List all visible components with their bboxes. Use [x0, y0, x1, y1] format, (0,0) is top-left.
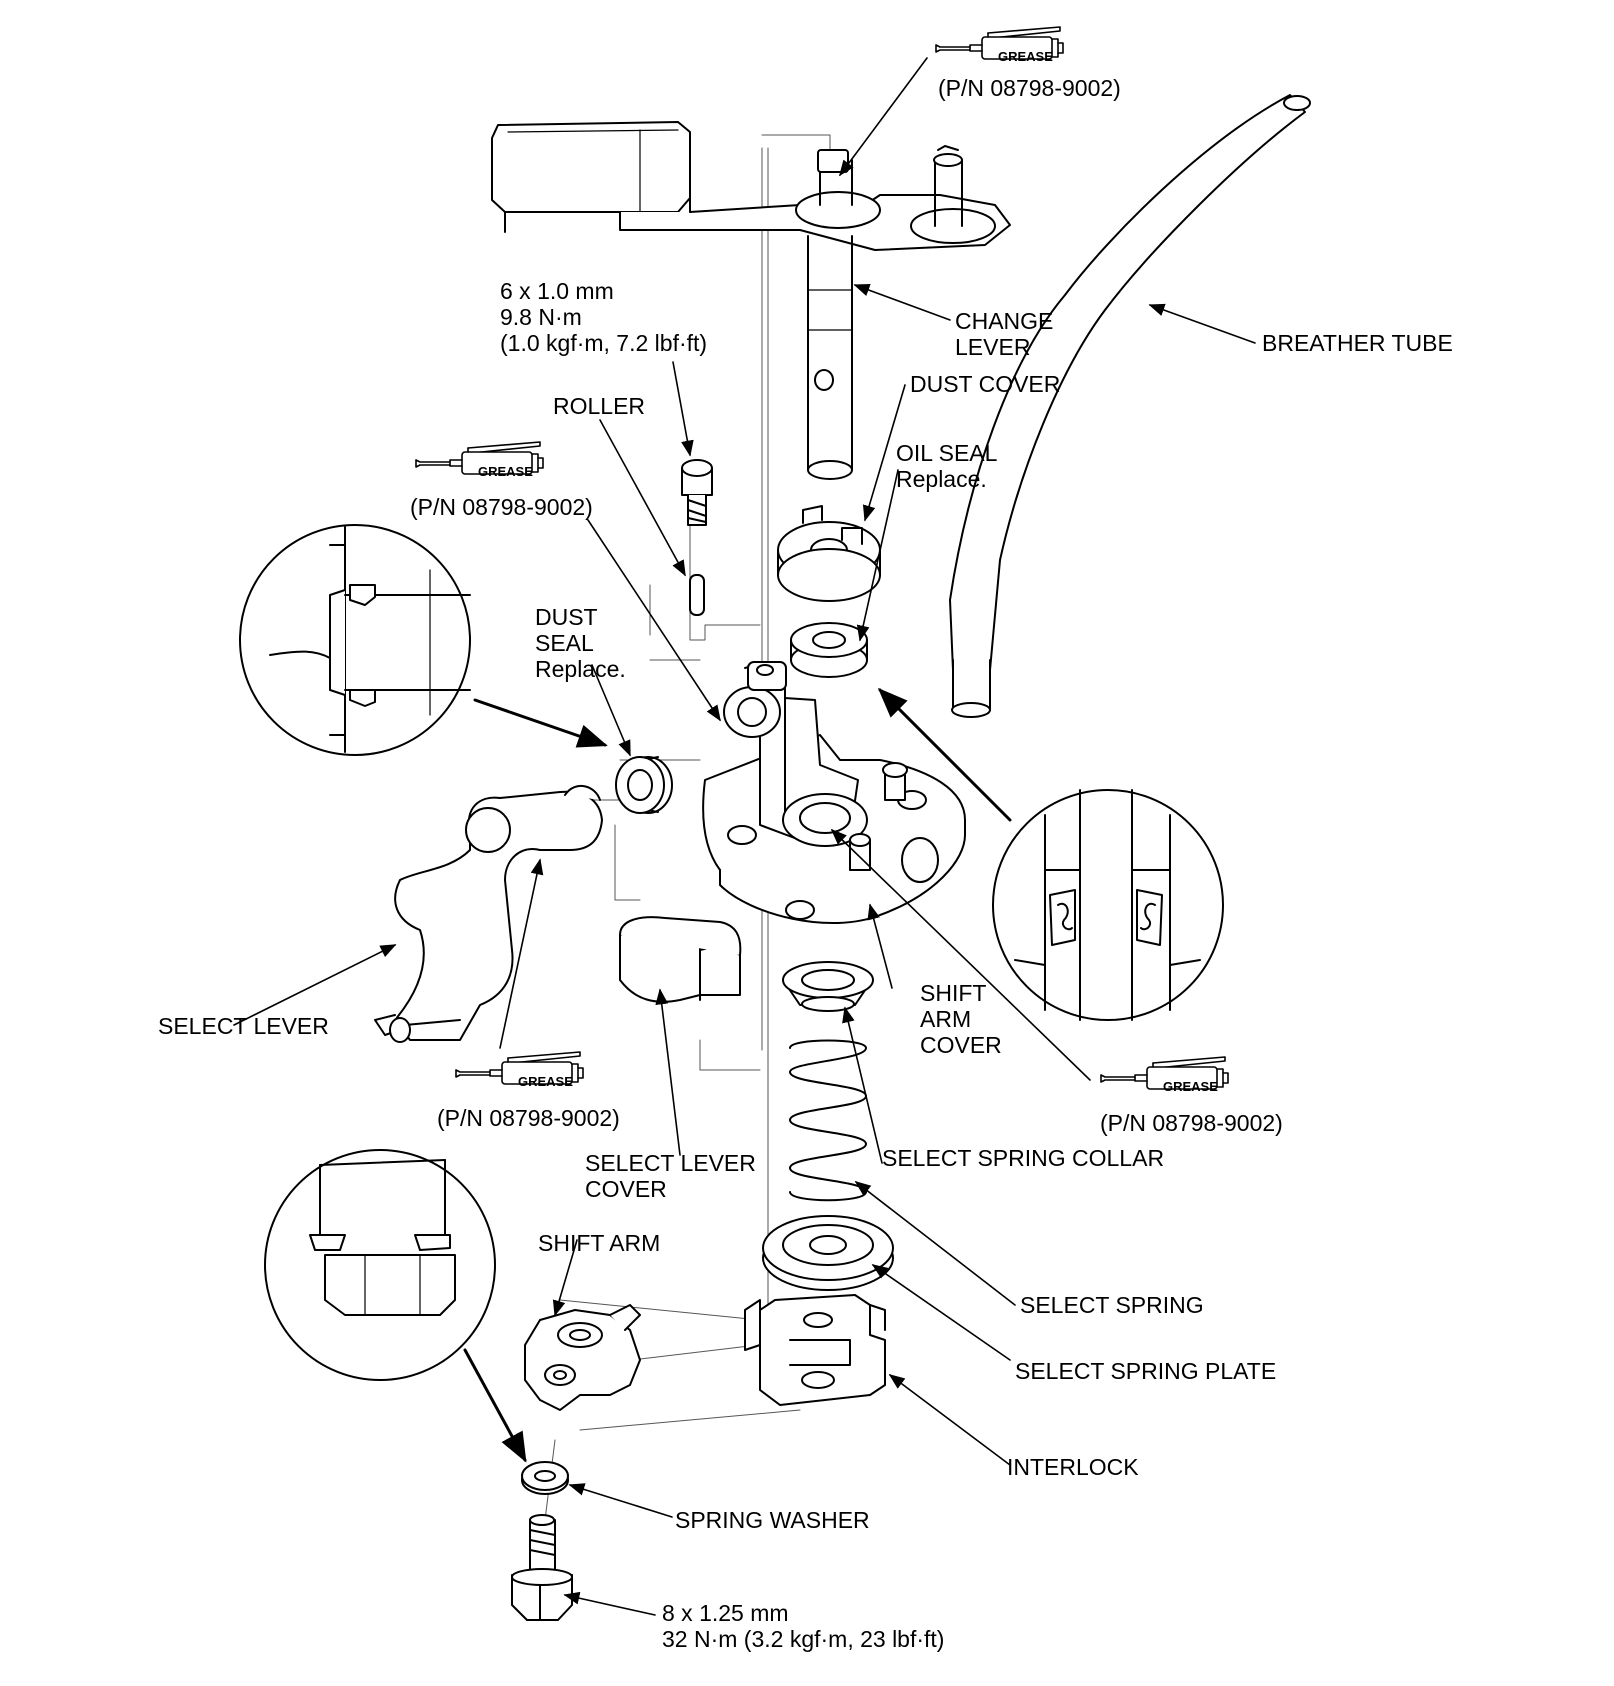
label-oil-seal: OIL SEAL Replace. — [896, 440, 998, 492]
upper-bolt — [681, 459, 713, 526]
oil-seal — [790, 622, 868, 678]
detail-circle-dust-seal — [239, 524, 471, 756]
label-spring-washer: SPRING WASHER — [675, 1507, 870, 1533]
shift-arm-cover-housing — [702, 661, 966, 925]
label-shift-arm-cover: SHIFT ARM COVER — [920, 980, 1002, 1058]
lower-bolt-spec: 8 x 1.25 mm 32 N·m (3.2 kgf·m, 23 lbf·ft… — [662, 1600, 945, 1652]
label-dust-cover: DUST COVER — [910, 371, 1061, 397]
grease-tag: GREASE — [998, 49, 1053, 64]
detail-circle-shift-arm — [264, 1149, 496, 1381]
grease-part-number: (P/N 08798-9002) — [437, 1105, 620, 1131]
label-dust-seal: DUST SEAL Replace. — [535, 604, 626, 682]
label-interlock: INTERLOCK — [1007, 1454, 1139, 1480]
label-select-spring: SELECT SPRING — [1020, 1292, 1204, 1318]
label-select-lever-cover: SELECT LEVER COVER — [585, 1150, 756, 1202]
dust-cover — [777, 505, 881, 602]
detail-circle-oil-seal — [992, 789, 1224, 1021]
upper-bolt-spec: 6 x 1.0 mm 9.8 N·m (1.0 kgf·m, 7.2 lbf·f… — [500, 278, 708, 356]
label-roller: ROLLER — [553, 393, 646, 419]
label-select-spring-collar: SELECT SPRING COLLAR — [882, 1145, 1165, 1171]
detail-callout-arrows — [463, 687, 1012, 1463]
dust-seal — [615, 756, 673, 814]
label-change-lever: CHANGE LEVER — [955, 308, 1054, 360]
select-spring-collar — [782, 961, 874, 1012]
select-lever-cover — [619, 916, 742, 1003]
select-lever — [374, 785, 603, 1043]
grease-part-number: (P/N 08798-9002) — [938, 75, 1121, 101]
change-lever — [491, 121, 1011, 480]
interlock — [744, 1294, 886, 1406]
select-spring — [789, 1039, 867, 1202]
roller — [689, 574, 705, 616]
label-breather-tube: BREATHER TUBE — [1262, 330, 1453, 356]
breather-tube — [949, 94, 1311, 718]
spring-washer — [521, 1461, 569, 1495]
grease-tag: GREASE — [478, 464, 533, 479]
lower-bolt — [511, 1514, 573, 1621]
grease-tag: GREASE — [518, 1074, 573, 1089]
select-spring-plate — [762, 1215, 894, 1291]
label-shift-arm: SHIFT ARM — [538, 1230, 661, 1256]
leader-lines — [233, 57, 1256, 1616]
grease-part-number: (P/N 08798-9002) — [410, 494, 593, 520]
label-select-spring-plate: SELECT SPRING PLATE — [1015, 1358, 1277, 1384]
shift-arm — [524, 1304, 641, 1411]
label-select-lever: SELECT LEVER — [158, 1013, 329, 1039]
grease-tag: GREASE — [1163, 1079, 1218, 1094]
grease-part-number: (P/N 08798-9002) — [1100, 1110, 1283, 1136]
